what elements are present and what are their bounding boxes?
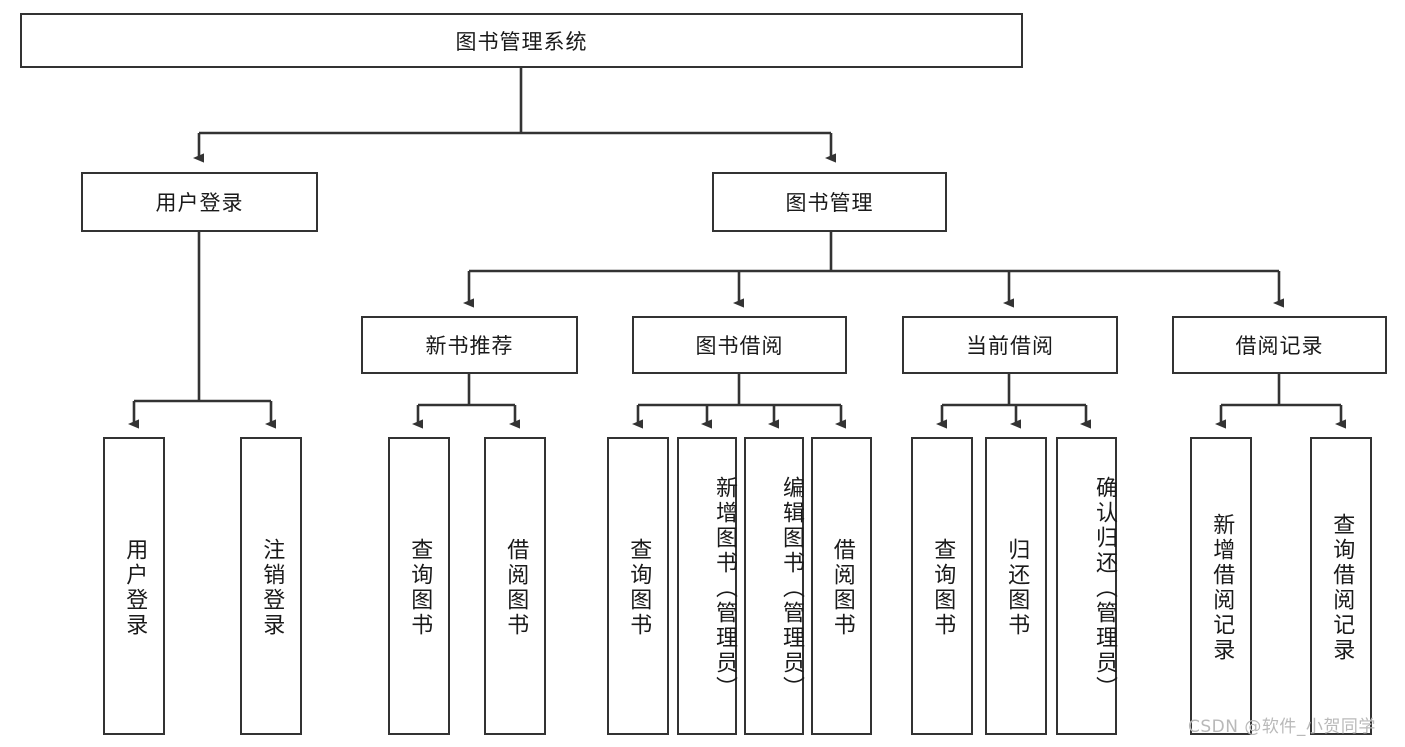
node-leaf-edit-book[interactable]: 编辑图书（管理员） bbox=[744, 437, 804, 735]
node-leaf-borrow-book[interactable]: 借阅图书 bbox=[811, 437, 872, 735]
node-book-borrow[interactable]: 图书借阅 bbox=[632, 316, 847, 374]
node-current-borrow[interactable]: 当前借阅 bbox=[902, 316, 1118, 374]
node-leaf-borrow-book-label: 借阅图书 bbox=[829, 538, 855, 638]
node-leaf-query-record-label: 查询借阅记录 bbox=[1329, 513, 1355, 663]
node-leaf-return-book-label: 归还图书 bbox=[1004, 538, 1030, 638]
node-user-login[interactable]: 用户登录 bbox=[81, 172, 318, 232]
node-leaf-user-login-label: 用户登录 bbox=[122, 538, 148, 638]
node-leaf-query-book[interactable]: 查询图书 bbox=[607, 437, 669, 735]
node-leaf-borrow-book-rec[interactable]: 借阅图书 bbox=[484, 437, 546, 735]
node-new-book-rec-label: 新书推荐 bbox=[425, 334, 514, 358]
node-leaf-borrow-book-rec-label: 借阅图书 bbox=[503, 538, 529, 638]
node-leaf-query-book-cur[interactable]: 查询图书 bbox=[911, 437, 973, 735]
node-new-book-rec[interactable]: 新书推荐 bbox=[361, 316, 578, 374]
node-leaf-user-login[interactable]: 用户登录 bbox=[103, 437, 165, 735]
node-leaf-edit-book-label: 编辑图书（管理员） bbox=[779, 475, 804, 701]
node-book-borrow-label: 图书借阅 bbox=[695, 334, 784, 358]
node-leaf-add-book-label: 新增图书（管理员） bbox=[712, 475, 737, 701]
node-root-label: 图书管理系统 bbox=[455, 29, 588, 54]
node-borrow-record-label: 借阅记录 bbox=[1235, 334, 1324, 358]
node-leaf-confirm-return[interactable]: 确认归还（管理员） bbox=[1056, 437, 1117, 735]
watermark-text: CSDN @软件_小贺同学 bbox=[1188, 717, 1376, 737]
node-leaf-query-record[interactable]: 查询借阅记录 bbox=[1310, 437, 1372, 735]
node-leaf-add-book[interactable]: 新增图书（管理员） bbox=[677, 437, 737, 735]
node-current-borrow-label: 当前借阅 bbox=[966, 334, 1054, 358]
node-book-manage[interactable]: 图书管理 bbox=[712, 172, 947, 232]
node-root[interactable]: 图书管理系统 bbox=[20, 13, 1023, 68]
node-book-manage-label: 图书管理 bbox=[785, 191, 874, 215]
node-leaf-query-book-label: 查询图书 bbox=[626, 538, 652, 638]
node-leaf-logout-label: 注销登录 bbox=[259, 538, 285, 638]
node-leaf-query-book-cur-label: 查询图书 bbox=[930, 538, 956, 638]
node-leaf-confirm-return-label: 确认归还（管理员） bbox=[1092, 475, 1117, 701]
node-leaf-add-record[interactable]: 新增借阅记录 bbox=[1190, 437, 1252, 735]
node-leaf-add-record-label: 新增借阅记录 bbox=[1209, 513, 1235, 663]
node-leaf-logout[interactable]: 注销登录 bbox=[240, 437, 302, 735]
node-leaf-query-book-rec-label: 查询图书 bbox=[407, 538, 433, 638]
node-borrow-record[interactable]: 借阅记录 bbox=[1172, 316, 1387, 374]
node-user-login-label: 用户登录 bbox=[155, 191, 244, 215]
node-leaf-return-book[interactable]: 归还图书 bbox=[985, 437, 1047, 735]
node-leaf-query-book-rec[interactable]: 查询图书 bbox=[388, 437, 450, 735]
